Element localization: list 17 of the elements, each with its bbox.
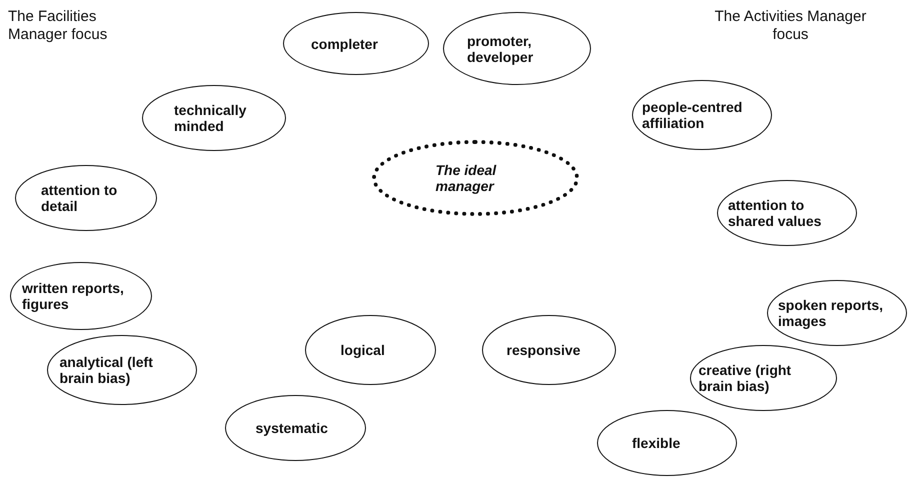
focus-heading: The Activities Manager focus xyxy=(714,8,868,44)
node-label: written reports, figures xyxy=(22,280,125,312)
node-label: creative (right brain bias) xyxy=(698,362,792,394)
node-label: promoter, developer xyxy=(467,32,534,64)
node-label: attention to detail xyxy=(41,182,118,214)
node-label: completer xyxy=(311,36,379,52)
node-label: spoken reports, images xyxy=(778,297,884,329)
focus-heading: The Facilities Manager focus xyxy=(8,8,108,44)
node-label: logical xyxy=(340,342,386,358)
node-label: technically minded xyxy=(174,102,248,134)
node-label: The ideal manager xyxy=(436,162,498,194)
node-label: analytical (left brain bias) xyxy=(60,354,154,386)
node-label: systematic xyxy=(256,420,329,436)
node-label: attention to shared values xyxy=(728,197,822,229)
node-label: people-centred affiliation xyxy=(642,99,744,131)
node-label: flexible xyxy=(632,435,682,451)
node-label: responsive xyxy=(506,342,582,358)
